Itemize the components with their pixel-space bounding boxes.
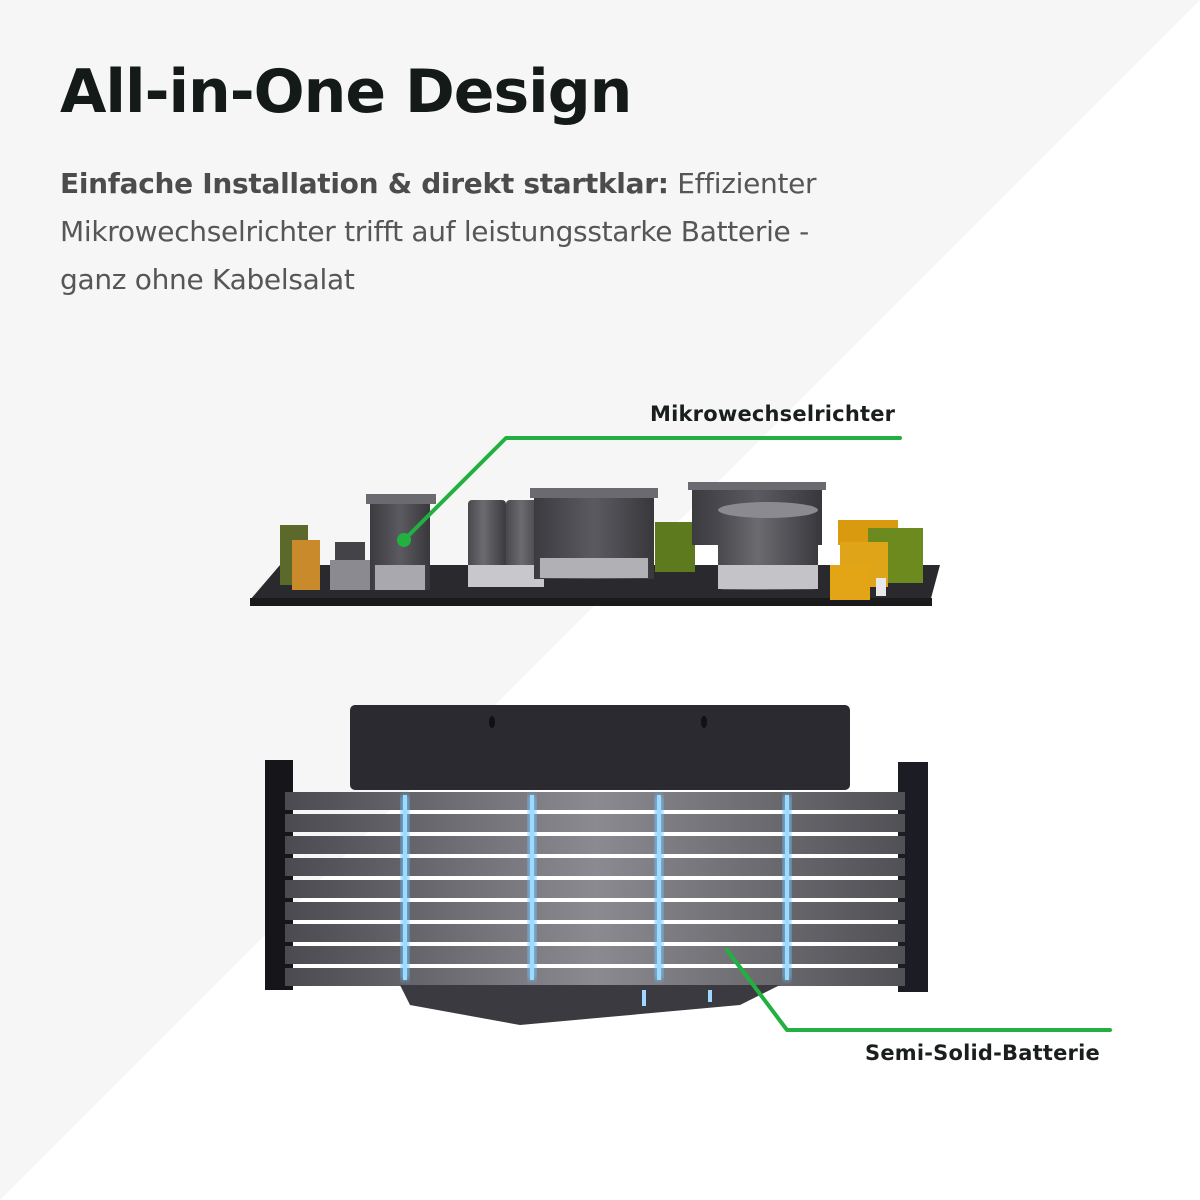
subtitle: Einfache Installation & direkt startklar… — [60, 160, 880, 304]
subtitle-bold: Einfache Installation & direkt startklar… — [60, 167, 669, 200]
callout-label-inverter: Mikrowechselrichter — [650, 402, 896, 426]
callout-label-battery: Semi-Solid-Batterie — [865, 1041, 1100, 1065]
inverter-board-image — [250, 482, 940, 606]
subtitle-rest: Effizienter Mikrowechselrichter trifft a… — [60, 167, 817, 296]
page-title: All-in-One Design — [60, 57, 632, 127]
battery-stack-image — [265, 705, 928, 1025]
glow-lines — [401, 795, 791, 1006]
battery-slats — [285, 792, 905, 986]
